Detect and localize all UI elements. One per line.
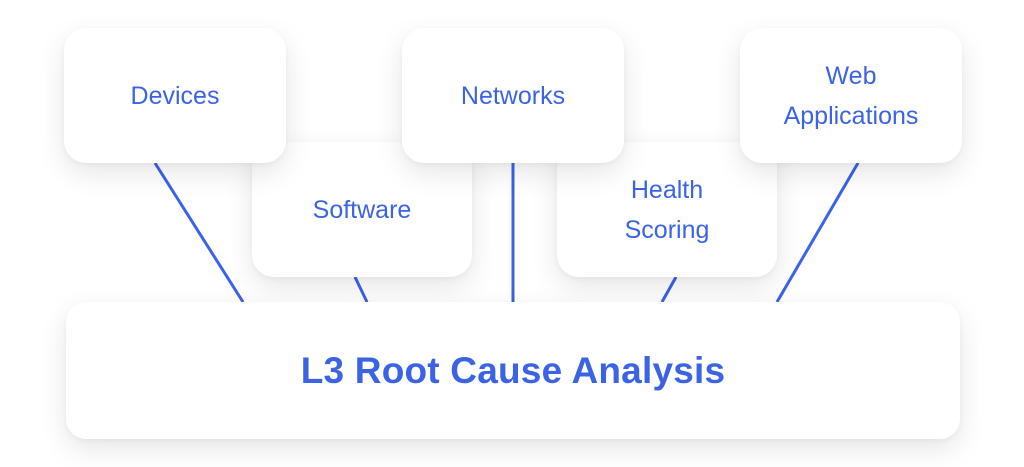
node-networks-label: Networks — [460, 81, 566, 110]
connector-web-applications — [775, 162, 860, 303]
node-web-applications: Web Applications — [740, 28, 962, 163]
root-cause-analysis-base: L3 Root Cause Analysis — [66, 302, 960, 439]
node-web-applications-line1: Web — [825, 61, 877, 90]
connector-health-scoring — [660, 276, 678, 303]
node-devices: Devices — [64, 28, 286, 163]
node-health-scoring: Health Scoring — [557, 142, 777, 277]
base-title: L3 Root Cause Analysis — [300, 349, 726, 391]
node-health-scoring-line1: Health — [630, 175, 704, 204]
node-web-applications-line2: Applications — [783, 101, 919, 130]
node-software-label: Software — [312, 195, 412, 224]
node-networks: Networks — [402, 28, 624, 163]
node-health-scoring-line2: Scoring — [624, 215, 710, 244]
node-devices-label: Devices — [130, 81, 220, 110]
connector-software — [353, 276, 369, 303]
node-software: Software — [252, 142, 472, 277]
connector-devices — [153, 162, 245, 303]
